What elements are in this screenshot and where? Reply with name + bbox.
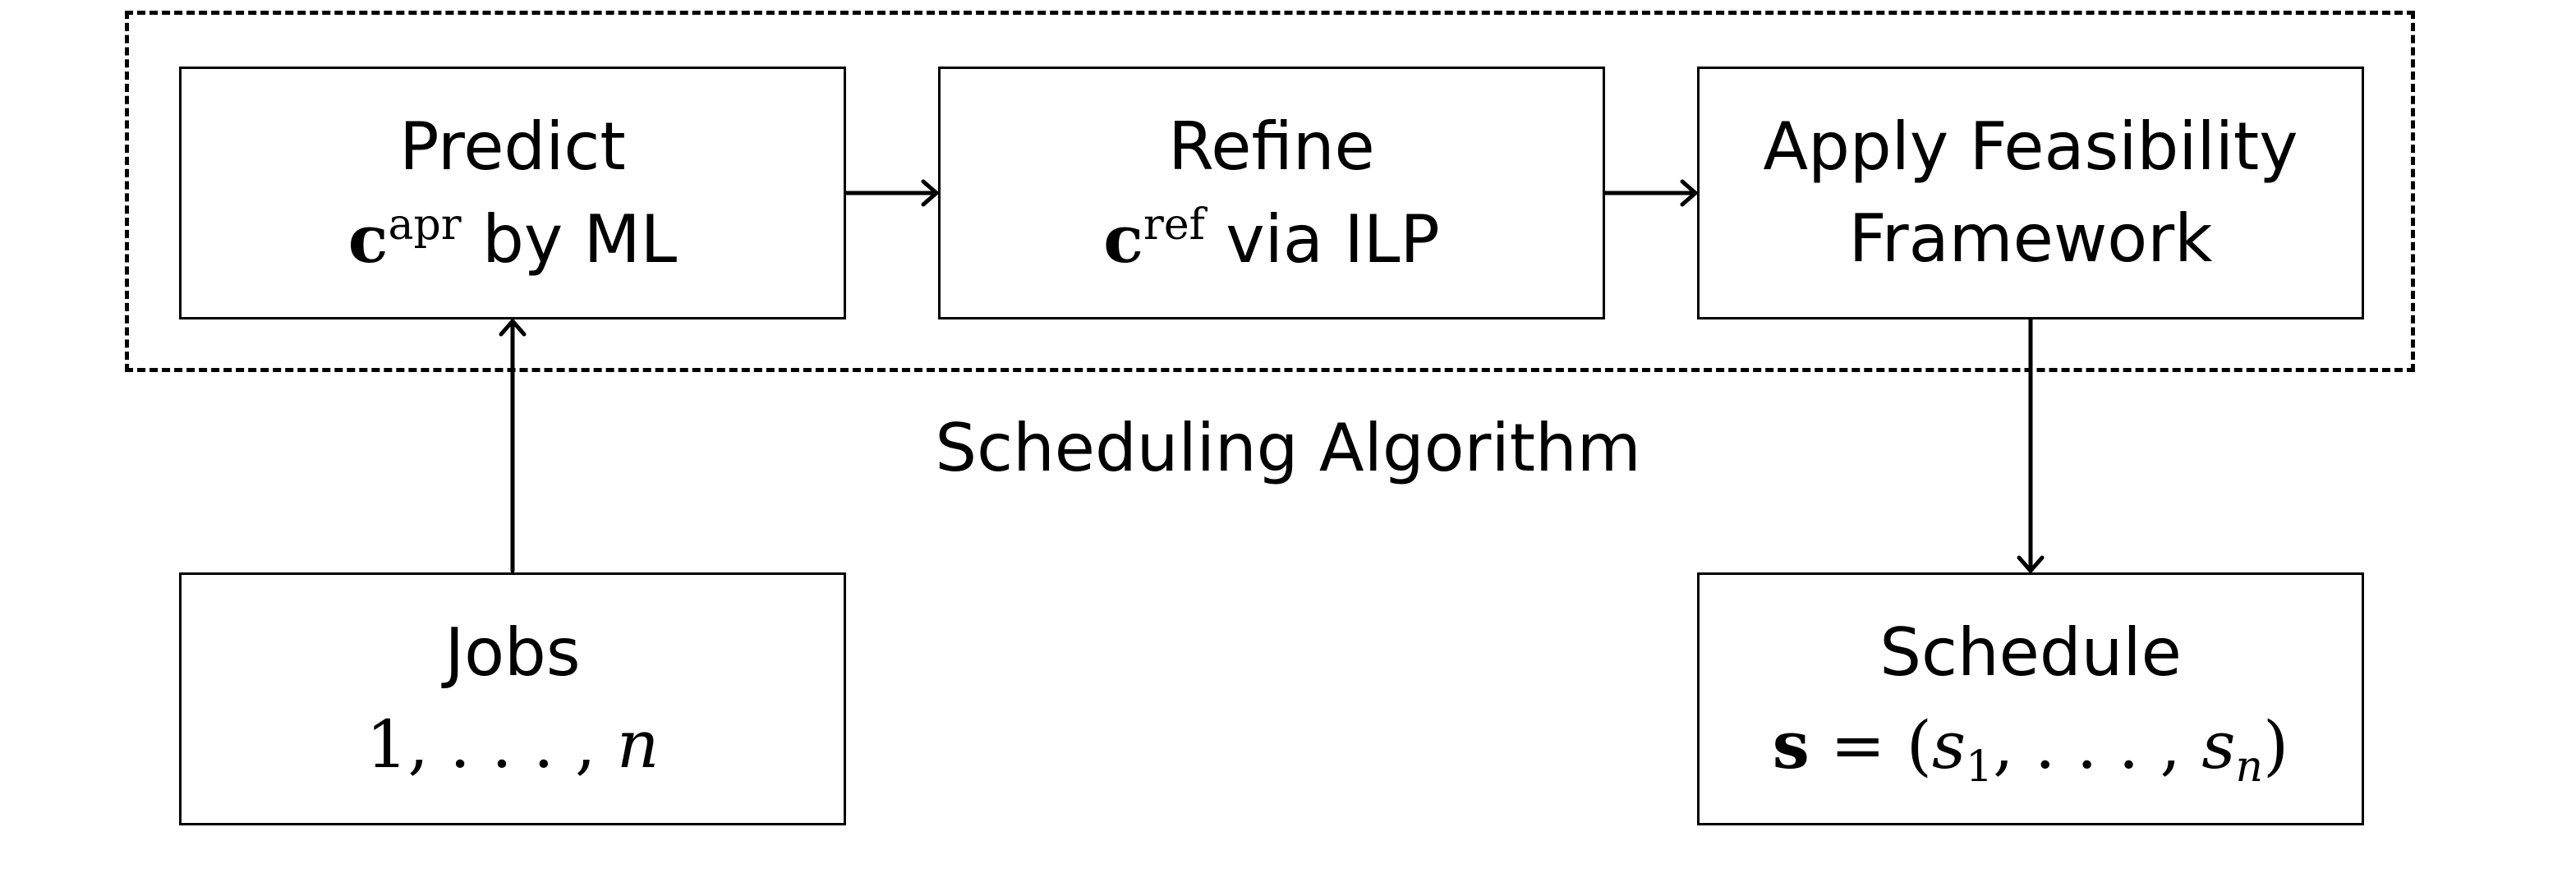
- feasibility-title: Apply Feasibility: [1763, 108, 2298, 185]
- jobs-node: Jobs 1, . . . , n: [179, 572, 846, 825]
- predict-detail: capr by ML: [348, 193, 677, 286]
- refine-node: Refine cref via ILP: [938, 67, 1605, 319]
- jobs-title: Jobs: [444, 614, 581, 691]
- refine-superscript: ref: [1143, 200, 1205, 250]
- arrow-refine-to-feasibility: [1603, 179, 1698, 207]
- schedule-eq-open: = (: [1809, 706, 1932, 784]
- scheduling-algorithm-group: [125, 11, 2415, 372]
- schedule-ellipsis: , . . . ,: [1993, 706, 2202, 784]
- feasibility-subtitle: Framework: [1848, 200, 2213, 277]
- predict-vector: c: [347, 200, 389, 278]
- schedule-close: ): [2262, 706, 2289, 784]
- schedule-sn-sub: n: [2235, 742, 2263, 792]
- predict-superscript: apr: [388, 200, 462, 250]
- jobs-range-start: 1, . . . ,: [366, 706, 617, 783]
- refine-title: Refine: [1168, 108, 1375, 185]
- schedule-node: Schedule s = (s1, . . . , sn): [1697, 572, 2364, 825]
- schedule-title: Schedule: [1879, 614, 2182, 691]
- predict-title: Predict: [399, 108, 626, 185]
- refine-vector: c: [1103, 200, 1143, 278]
- jobs-range: 1, . . . , n: [366, 699, 660, 791]
- schedule-sn-var: s: [2201, 706, 2236, 784]
- jobs-range-n: n: [616, 706, 660, 783]
- schedule-vector: s: [1772, 705, 1810, 784]
- refine-method: via ILP: [1204, 200, 1440, 278]
- arrow-jobs-to-predict: [499, 319, 527, 573]
- schedule-s1-var: s: [1931, 706, 1966, 784]
- group-label: Scheduling Algorithm: [935, 410, 1641, 486]
- predict-node: Predict capr by ML: [179, 67, 846, 319]
- refine-detail: cref via ILP: [1103, 193, 1439, 286]
- schedule-s1-sub: 1: [1966, 742, 1994, 792]
- predict-method: by ML: [461, 200, 678, 278]
- arrow-feasibility-to-schedule: [2017, 317, 2045, 573]
- schedule-formula: s = (s1, . . . , sn): [1773, 699, 2288, 792]
- arrow-predict-to-refine: [844, 179, 939, 207]
